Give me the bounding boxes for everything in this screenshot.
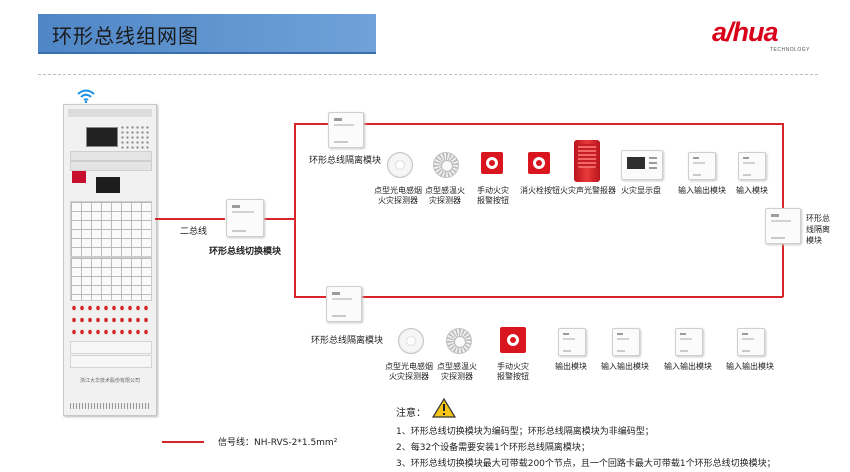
smoke-detector-top	[387, 152, 413, 178]
notes-title: 注意：	[396, 408, 426, 419]
panel-red-switches	[70, 303, 150, 313]
panel-blank-plate	[70, 355, 152, 368]
switch-module-label: 环形总线切换模块	[209, 247, 282, 257]
cabinet-vent	[70, 403, 150, 409]
loop-wire-bottom	[294, 296, 783, 298]
panel-indicator-row	[70, 151, 152, 161]
note-item: 3、环形总线切换模块最大可带载200个节点，且一个回路卡最大可带载1个环形总线切…	[396, 459, 776, 469]
ring-bus-isolator-bottom	[326, 286, 362, 322]
device-label: 输入输出模块	[601, 362, 649, 371]
fire-display-panel	[621, 150, 663, 180]
cabinet-header	[68, 109, 152, 117]
panel-red-switches	[70, 327, 150, 337]
note-item: 2、每32个设备需要安装1个环形总线隔离模块；	[396, 443, 590, 453]
device-label: 火灾声光警报器	[560, 186, 616, 195]
panel-loop-cards	[70, 257, 152, 301]
fire-alarm-control-panel: 浙江大华技术股份有限公司	[63, 104, 157, 416]
panel-blank-plate	[70, 341, 152, 354]
heat-detector-bottom	[446, 328, 472, 354]
manual-call-point-top	[481, 152, 503, 174]
io-module-bottom	[737, 328, 765, 356]
header-divider	[38, 74, 818, 75]
bus-label: 二总线	[180, 227, 208, 237]
wifi-icon	[77, 89, 95, 103]
isolator-bottom-label: 环形总线隔离模块	[311, 336, 384, 346]
panel-brand-label: 浙江大华技术股份有限公司	[79, 378, 140, 384]
device-label: 手动火灾 报警按钮	[477, 186, 509, 205]
panel-indicator-row	[70, 161, 152, 171]
isolator-top-label: 环形总线隔离模块	[309, 156, 382, 166]
io-module-top	[688, 152, 716, 180]
device-label: 输入输出模块	[726, 362, 774, 371]
input-module-top	[738, 152, 766, 180]
panel-sub-screen	[96, 177, 120, 193]
io-module-bottom	[612, 328, 640, 356]
warning-icon	[432, 398, 456, 418]
note-item: 1、环形总线切换模块为编码型；环形总线隔离模块为非编码型；	[396, 427, 654, 437]
bus-wire	[155, 218, 225, 220]
device-label: 火灾显示盘	[621, 186, 661, 195]
device-label: 点型感温火 灾探测器	[425, 186, 465, 205]
bus-wire	[263, 218, 295, 220]
signal-wire-legend-label: 信号线：NH-RVS-2*1.5mm²	[218, 438, 338, 448]
panel-screen	[86, 127, 118, 147]
device-label: 输入模块	[736, 186, 768, 195]
loop-wire-top	[294, 123, 783, 125]
device-label: 点型光电感烟 火灾探测器	[374, 186, 422, 205]
device-label: 输入输出模块	[678, 186, 726, 195]
ring-bus-switch-module	[226, 199, 264, 237]
ring-bus-isolator-top	[328, 112, 364, 148]
output-module-bottom	[558, 328, 586, 356]
device-label: 输出模块	[555, 362, 587, 371]
heat-detector-top	[433, 152, 459, 178]
panel-loop-cards	[70, 201, 152, 257]
sound-light-alarm	[574, 140, 600, 182]
logo-tagline: TECHNOLOGY	[770, 47, 811, 53]
isolator-right-label: 环形总 线隔离 模块	[806, 214, 830, 245]
device-label: 消火栓按钮	[520, 186, 560, 195]
panel-red-switches	[70, 315, 150, 325]
signal-wire-legend-swatch	[162, 441, 204, 443]
loop-wire-left	[294, 123, 296, 297]
device-label: 点型感温火 灾探测器	[437, 362, 477, 381]
device-label: 点型光电感烟 火灾探测器	[385, 362, 433, 381]
page-title: 环形总线组网图	[52, 24, 199, 48]
manual-call-point-bottom	[500, 327, 526, 353]
smoke-detector-bottom	[398, 328, 424, 354]
ring-bus-isolator-right	[765, 208, 801, 244]
brand-logo: a/hua TECHNOLOGY	[712, 17, 812, 53]
device-label: 手动火灾 报警按钮	[497, 362, 529, 381]
panel-printer	[72, 171, 86, 183]
panel-keypad	[120, 125, 150, 149]
io-module-bottom	[675, 328, 703, 356]
title-bar: 环形总线组网图	[38, 14, 376, 54]
hydrant-button	[528, 152, 550, 174]
device-label: 输入输出模块	[664, 362, 712, 371]
logo-wordmark: a/hua	[712, 17, 779, 47]
